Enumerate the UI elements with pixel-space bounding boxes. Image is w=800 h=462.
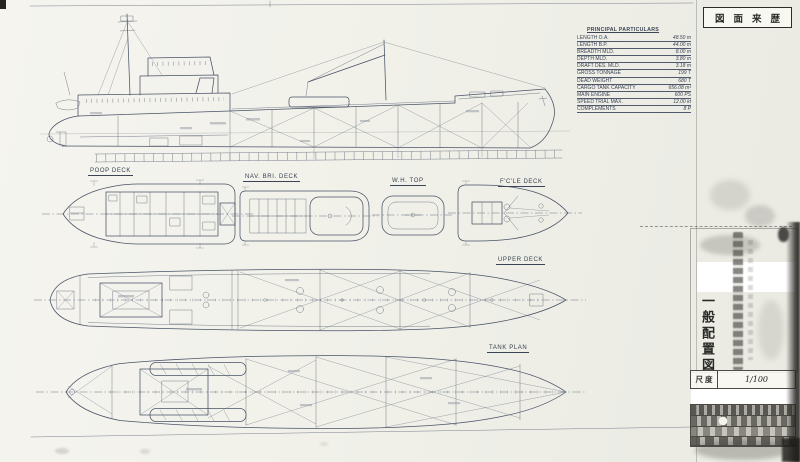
nav-bri-deck-plan [232,186,378,246]
scan-dashed-artifact [640,226,792,229]
scan-blob [778,227,789,242]
label-wh-top: W.H. TOP [390,178,426,186]
scan-noise [700,235,760,255]
table-row: BREADTH MLD.8.00 m [577,49,691,57]
revision-history-box: 図面来歴 [703,7,792,28]
approval-stamp-block [690,404,796,447]
scan-noise [320,442,328,446]
scan-dark-edge [786,222,800,462]
scale-value: 1/100 [744,375,769,384]
table-row: LENGTH O.A.48.50 m [577,35,691,43]
stamp-row [691,416,795,427]
sheet-border [29,0,694,438]
scan-dark-corner [782,438,800,462]
table-row: DEPTH MLD.3.80 m [577,56,691,64]
drawing-title-vertical: 一般配置図 [700,294,715,374]
vertical-text-smudge-2 [748,240,753,360]
scan-noise [745,205,775,227]
scan-noise [55,448,69,454]
sheet-fold-line [696,0,697,462]
scan-corner-mark [0,0,6,9]
scan-noise [140,449,150,454]
wh-top-plan [372,195,452,236]
scale-box: 尺度 1/100 [690,370,796,389]
table-row: LENGTH B.P.44.00 m [577,42,691,50]
label-poop-deck: POOP DECK [88,168,133,176]
table-row: SPEED TRIAL MAX.12.00 kt [577,98,691,106]
tank-plan-view [36,355,586,429]
whiteout-patch-upper [697,262,796,292]
vertical-text-smudge [733,232,743,370]
label-tank-plan: TANK PLAN [487,345,530,353]
stamp-row [691,427,795,437]
label-nav-bri-deck: NAV. BRI. DECK [243,174,301,182]
poop-deck-plan [42,179,254,249]
fcle-deck-plan [448,180,582,246]
profile-view [39,13,571,163]
table-row: DRAFT DES. MLD.3.18 m [577,63,691,71]
particulars-title: PRINCIPAL PARTICULARS [587,27,660,33]
principal-particulars-table: PRINCIPAL PARTICULARS LENGTH O.A.48.50 m… [577,27,691,114]
illegible-annotations [90,110,479,407]
scan-noise [695,440,790,460]
scale-label: 尺度 [691,371,718,388]
scan-noise [710,180,750,210]
whiteout-patch-lower [691,389,796,404]
upper-deck-plan [34,268,586,332]
label-upper-deck: UPPER DECK [496,257,546,265]
stamp-row [691,405,795,416]
scan-noise [758,300,784,360]
stamp-row [691,437,795,446]
label-fcle-deck: F'C'LE DECK [498,179,545,187]
